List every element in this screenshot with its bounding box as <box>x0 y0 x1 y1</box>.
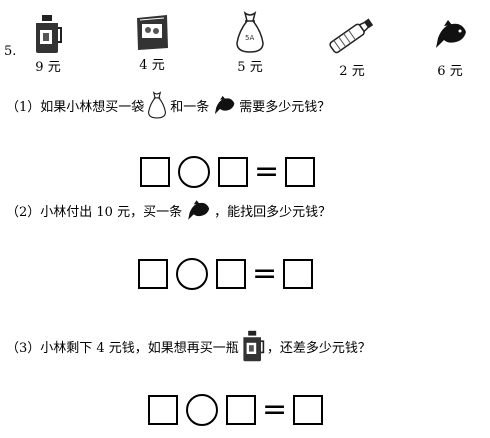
answer-box[interactable] <box>140 157 170 187</box>
item-snack-box: 4 元 <box>122 12 182 73</box>
question-text: ，能找回多少元钱？ <box>214 204 332 220</box>
result-box[interactable] <box>293 395 324 425</box>
item-water-bottle: 2 元 <box>322 12 382 79</box>
fish-icon <box>215 95 235 115</box>
question-2: （2）小林付出 10 元，买一条 ，能找回多少元钱？ <box>6 196 331 224</box>
question-text: 和一条 <box>170 99 210 115</box>
equals-sign: = <box>252 256 278 291</box>
item-juice-bottle: 9 元 <box>18 14 78 75</box>
result-box[interactable] <box>283 259 314 289</box>
answer-box[interactable] <box>216 259 246 289</box>
snack-box-icon <box>137 15 168 50</box>
equation-2: = <box>138 256 314 291</box>
item-price: 4 元 <box>139 58 165 73</box>
equals-sign: = <box>254 154 280 189</box>
result-box[interactable] <box>285 157 316 187</box>
juice-bottle-icon <box>243 330 265 362</box>
equation-3: = <box>148 392 324 427</box>
svg-text:5A: 5A <box>245 34 254 42</box>
question-text: （3）小林剩下 4 元钱，如果想再买一瓶 <box>6 340 239 356</box>
item-fish: 6 元 <box>420 14 480 79</box>
operator-circle[interactable] <box>186 394 218 426</box>
item-price: 5 元 <box>237 60 263 75</box>
rice-bag-icon <box>148 91 167 119</box>
fish-icon <box>436 20 466 48</box>
water-bottle-icon <box>329 18 374 54</box>
answer-box[interactable] <box>138 259 168 289</box>
question-1: （1）如果小林想买一袋 和一条 需要多少元钱？ <box>6 90 330 120</box>
question-3: （3）小林剩下 4 元钱，如果想再买一瓶 ，还差多少元钱？ <box>6 330 371 362</box>
operator-circle[interactable] <box>178 156 210 188</box>
question-text: （2）小林付出 10 元，买一条 <box>6 204 183 220</box>
rice-bag-icon: 5A <box>236 11 264 53</box>
item-price: 9 元 <box>35 60 61 75</box>
answer-box[interactable] <box>148 395 178 425</box>
question-text: 需要多少元钱？ <box>239 99 331 115</box>
juice-bottle-icon <box>36 15 62 53</box>
fish-icon <box>188 200 210 220</box>
operator-circle[interactable] <box>176 258 208 290</box>
question-text: ，还差多少元钱？ <box>266 340 371 356</box>
item-price: 6 元 <box>437 64 463 79</box>
equals-sign: = <box>262 392 288 427</box>
item-price: 2 元 <box>339 64 365 79</box>
item-rice-bag: 5A 5 元 <box>220 10 280 75</box>
equation-1: = <box>140 154 316 189</box>
answer-box[interactable] <box>218 157 248 187</box>
problem-number: 5. <box>4 44 17 59</box>
question-text: （1）如果小林想买一袋 <box>6 99 145 115</box>
answer-box[interactable] <box>226 395 256 425</box>
